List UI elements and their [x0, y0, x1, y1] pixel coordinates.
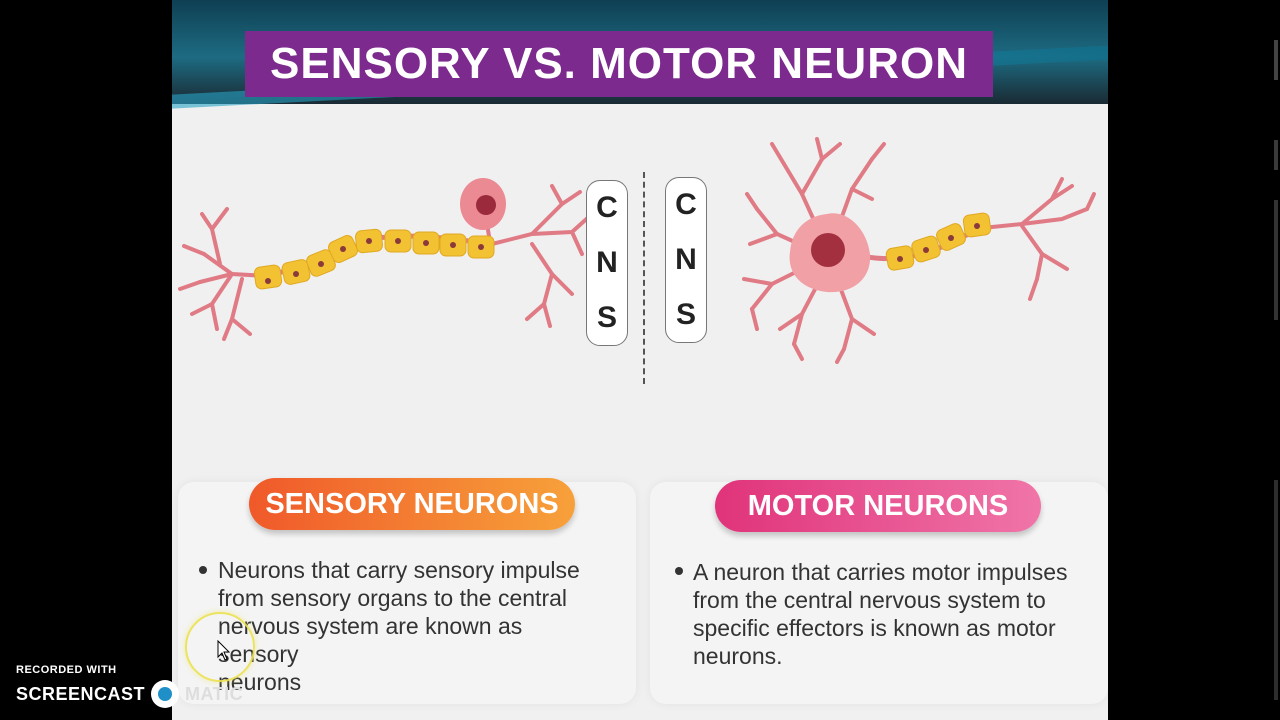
watermark-brand-left: SCREENCAST — [16, 683, 146, 704]
edge-noise-strip — [1274, 40, 1278, 700]
sensory-neuron-illustration — [178, 184, 604, 341]
mouse-pointer-icon — [217, 640, 231, 661]
neuron-illustration — [178, 137, 1096, 364]
cns-letter: N — [596, 245, 618, 279]
cns-label-box-right: C N S — [665, 177, 707, 343]
bullet-dot-icon — [675, 567, 683, 575]
sensory-neurons-heading: SENSORY NEURONS — [249, 478, 575, 530]
slide-title: SENSORY VS. MOTOR NEURON — [270, 39, 968, 88]
presentation-slide: SENSORY VS. MOTOR NEURON — [172, 0, 1108, 720]
recording-watermark: RECORDED WITH SCREENCAST MATIC — [16, 664, 243, 708]
motor-line: from the central nervous system to — [693, 587, 1046, 613]
cns-divider-line — [643, 172, 645, 384]
cns-letter: C — [675, 188, 697, 222]
cursor-highlight-ring — [185, 612, 255, 682]
motor-neurons-heading: MOTOR NEURONS — [715, 480, 1041, 532]
cns-label-box-left: C N S — [586, 180, 628, 346]
sensory-line: neurons — [218, 669, 302, 695]
watermark-brand-right: MATIC — [185, 683, 244, 704]
cns-letter: S — [675, 297, 696, 331]
motor-myelin-sheath — [885, 212, 992, 271]
motor-nucleus — [811, 233, 845, 267]
sensory-line: nervous system are known as sensory — [218, 613, 523, 667]
motor-description: A neuron that carries motor impulses fro… — [693, 558, 1073, 670]
motor-line: neurons. — [693, 643, 783, 669]
motor-line: specific effectors is known as motor — [693, 615, 1056, 641]
sensory-line: Neurons that carry sensory impulse — [218, 557, 580, 583]
watermark-recorded-with: RECORDED WITH — [16, 664, 117, 676]
sensory-myelin-sheath — [253, 228, 495, 290]
cns-letter: S — [596, 300, 617, 334]
sensory-line: from sensory organs to the central — [218, 585, 567, 611]
motor-neurons-label: MOTOR NEURONS — [747, 489, 1009, 522]
sensory-nucleus — [476, 195, 496, 215]
sensory-description: Neurons that carry sensory impulse from … — [218, 556, 598, 696]
cns-letter: N — [675, 242, 697, 276]
screencast-o-matic-logo-icon — [151, 680, 180, 708]
bullet-dot-icon — [199, 566, 207, 574]
motor-myelin-dots — [897, 223, 980, 262]
sensory-neurons-label: SENSORY NEURONS — [265, 487, 559, 520]
motor-line: A neuron that carries motor impulses — [693, 559, 1068, 585]
slide-title-banner: SENSORY VS. MOTOR NEURON — [245, 31, 993, 97]
cns-letter: C — [596, 191, 618, 225]
sensory-myelin-dots — [265, 238, 484, 284]
